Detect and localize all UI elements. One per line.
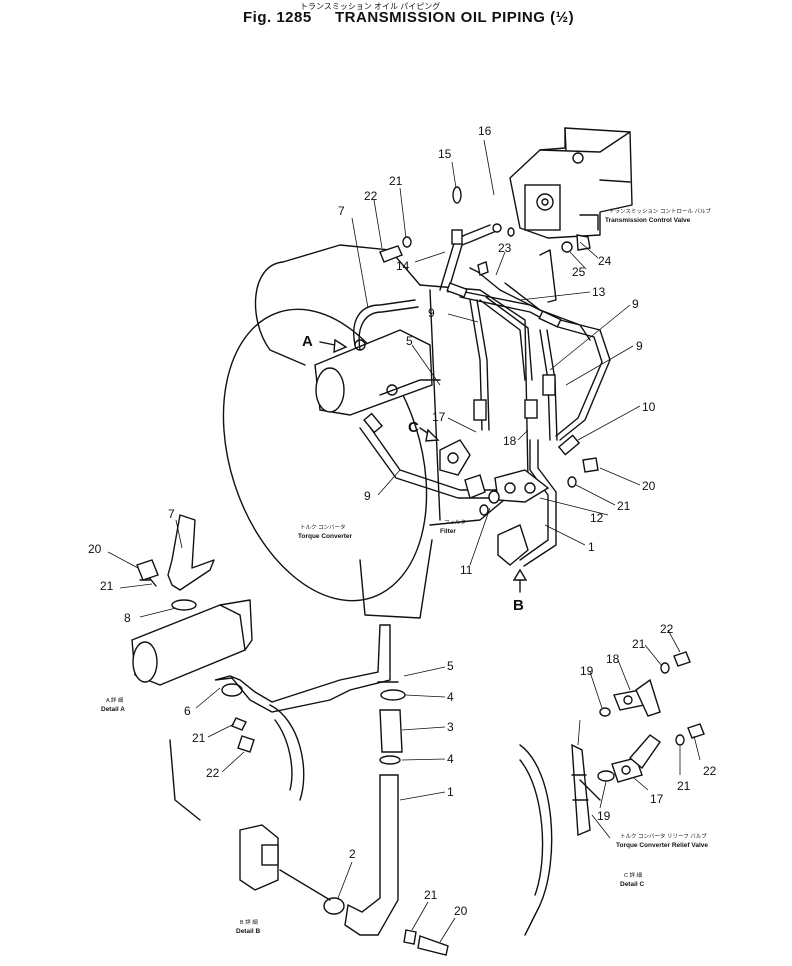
detail-a-callout-22: 22: [206, 766, 220, 780]
filter-label: Filter: [440, 528, 456, 535]
detail-b: 5 4 3 4 1 2 21 20 B 詳 細 Detail B: [169, 659, 468, 956]
detail-c-callout-19b: 19: [597, 809, 611, 823]
detail-c: 22 21 18 19 22 21 17 19 トルク コンバータ リリーフ バ…: [519, 622, 717, 936]
detail-b-callout-5: 5: [447, 659, 454, 673]
title-japanese: トランスミッション オイル パイピング: [300, 1, 440, 11]
detail-a-callout-6: 6: [184, 704, 191, 718]
callout-18: 18: [503, 434, 517, 448]
callout-20: 20: [642, 479, 656, 493]
detail-b-callout-1: 1: [447, 785, 454, 799]
transmission-control-valve-jp: トランスミッション コントロール バルブ: [609, 207, 711, 215]
view-b-arrowhead: [512, 568, 528, 581]
transmission-control-valve-label: Transmission Control Valve: [605, 217, 691, 224]
callout-5: 5: [406, 334, 413, 348]
oil-pipes: [353, 186, 611, 567]
detail-b-callout-3: 3: [447, 720, 454, 734]
transmission-control-valve-drawing: [509, 127, 633, 239]
callout-7: 7: [338, 204, 345, 218]
detail-c-callout-17: 17: [650, 792, 664, 806]
detail-c-callout-21a: 21: [632, 637, 646, 651]
filter-jp: フィルタ: [444, 518, 466, 526]
detail-b-jp: B 詳 細: [240, 918, 258, 926]
detail-a-callout-21b: 21: [192, 731, 206, 745]
view-a-arrowhead: [333, 338, 348, 354]
detail-a-callout-7: 7: [168, 507, 175, 521]
detail-a-callout-21: 21: [100, 579, 114, 593]
callout-22: 22: [364, 189, 378, 203]
torque-converter-drawing: [222, 244, 529, 619]
detail-b-label: Detail B: [236, 928, 261, 935]
main-leaders: [351, 139, 641, 566]
torque-converter-relief-valve-label: Torque Converter Relief Valve: [616, 842, 708, 849]
callout-21-right: 21: [617, 499, 631, 513]
callout-9-right: 9: [636, 339, 643, 353]
callout-9-right-top: 9: [632, 297, 639, 311]
torque-converter-relief-valve-jp: トルク コンバータ リリーフ バルブ: [620, 832, 707, 840]
figure-number: Fig. 1285: [243, 9, 312, 26]
detail-a-label: Detail A: [101, 706, 125, 713]
detail-b-callout-21: 21: [424, 888, 438, 902]
callout-21: 21: [389, 174, 403, 188]
callout-10: 10: [642, 400, 656, 414]
detail-c-callout-22b: 22: [703, 764, 717, 778]
callout-9-center: 9: [428, 306, 435, 320]
detail-a-callout-20: 20: [88, 542, 102, 556]
callout-17: 17: [432, 410, 446, 424]
callout-23: 23: [498, 241, 512, 255]
callout-13: 13: [592, 285, 606, 299]
detail-b-callout-2: 2: [349, 847, 356, 861]
torque-converter-label: Torque Converter: [298, 533, 353, 540]
detail-b-callout-4a: 4: [447, 690, 454, 704]
view-c-arrowhead: [425, 428, 440, 442]
torque-converter-jp: トルク コンバータ: [300, 523, 346, 531]
detail-b-callout-20: 20: [454, 904, 468, 918]
view-label-c: C: [408, 419, 419, 436]
view-label-b: B: [513, 597, 524, 614]
callout-9-bottom: 9: [364, 489, 371, 503]
detail-a-callout-8: 8: [124, 611, 131, 625]
callout-24: 24: [598, 254, 612, 268]
callout-1: 1: [588, 540, 595, 554]
callout-14: 14: [396, 259, 410, 273]
detail-c-callout-18: 18: [606, 652, 620, 666]
detail-c-label: Detail C: [620, 881, 645, 888]
view-label-a: A: [302, 333, 313, 350]
detail-c-jp: C 詳 細: [624, 871, 643, 879]
page-title: TRANSMISSION OIL PIPING (½): [335, 9, 574, 26]
detail-a: 7 20 21 8 6 21 22 A 詳 細 Detail A: [88, 507, 391, 780]
detail-c-callout-21b: 21: [677, 779, 691, 793]
detail-c-callout-22a: 22: [660, 622, 674, 636]
detail-c-callout-19a: 19: [580, 664, 594, 678]
callout-25: 25: [572, 265, 586, 279]
main-assembly: A C B トランスミッション コントロール バルブ Transmission …: [222, 124, 711, 619]
callout-12: 12: [590, 511, 604, 525]
callout-16: 16: [478, 124, 492, 138]
pump-drawing: [314, 329, 433, 416]
detail-a-jp: A 詳 細: [106, 696, 124, 704]
callout-11: 11: [460, 563, 473, 577]
callout-15: 15: [438, 147, 452, 161]
detail-b-callout-4b: 4: [447, 752, 454, 766]
